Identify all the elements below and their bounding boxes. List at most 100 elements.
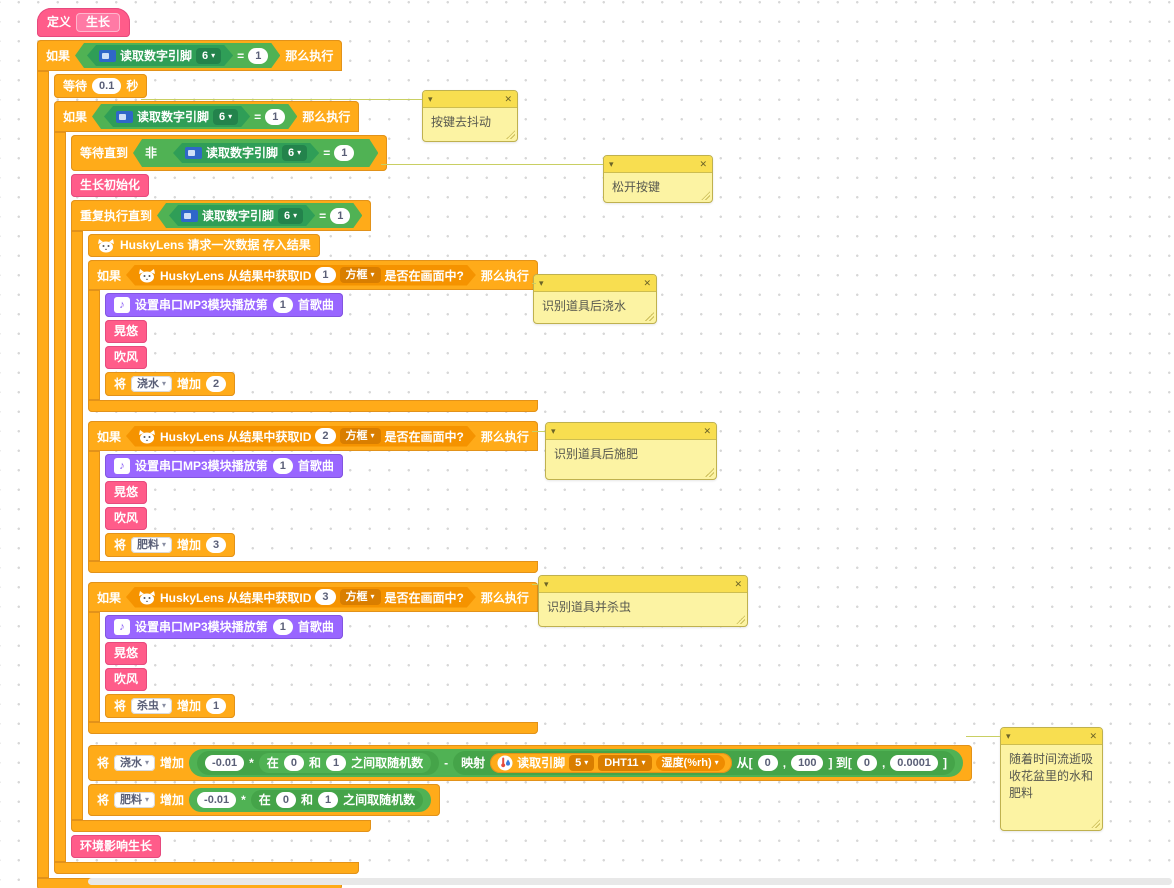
pin-number-dropdown[interactable]: 6▾ xyxy=(278,208,303,224)
repeat-until-block[interactable]: 重复执行直到 读取数字引脚 6▾ = xyxy=(71,200,972,832)
if-husky-1-head[interactable]: 如果 HuskyLens 从结果中获取ID 1 xyxy=(88,260,538,290)
map-to-low-input[interactable]: 0 xyxy=(856,755,877,771)
comment-fertilize[interactable]: ▾ ✕ 识别道具后施肥 xyxy=(545,422,717,480)
close-icon[interactable]: ✕ xyxy=(643,277,651,288)
variable-dropdown[interactable]: 肥料▾ xyxy=(114,792,156,808)
equals-condition[interactable]: 读取数字引脚 6▾ = 1 xyxy=(92,104,297,129)
call-env-growth-block[interactable]: 环境影响生长 xyxy=(71,835,162,858)
custom-block-prototype[interactable]: 生长 xyxy=(76,13,121,32)
comment-text[interactable]: 松开按键 xyxy=(612,180,661,194)
close-icon[interactable]: ✕ xyxy=(703,425,711,436)
change-water-block[interactable]: 将 浇水▾ 增加 2 xyxy=(105,372,236,396)
c-foot[interactable] xyxy=(88,561,538,573)
husky-frame-dropdown[interactable]: 方框▾ xyxy=(340,428,381,444)
call-blow-block[interactable]: 吹风 xyxy=(105,507,148,530)
random-low-input[interactable]: 0 xyxy=(275,792,296,808)
pin-number-dropdown[interactable]: 6▾ xyxy=(196,48,221,64)
mp3-track-input[interactable]: 1 xyxy=(272,458,293,474)
husky-id-input[interactable]: 3 xyxy=(315,589,335,605)
equals-condition[interactable]: 读取数字引脚 6▾ = 1 xyxy=(75,43,280,68)
variable-dropdown[interactable]: 浇水▾ xyxy=(131,376,173,392)
dht-sensor-block[interactable]: 读取引脚 5▾ DHT11▾ 湿度(%rh)▾ xyxy=(490,753,732,773)
increment-input[interactable]: 3 xyxy=(206,537,227,553)
horizontal-scrollbar[interactable] xyxy=(88,878,1172,885)
mp3-play-block[interactable]: ♪ 设置串口MP3模块播放第 1 首歌曲 xyxy=(105,615,343,639)
comment-header[interactable]: ▾ ✕ xyxy=(546,423,716,440)
husky-id-input[interactable]: 1 xyxy=(315,267,335,283)
comment-header[interactable]: ▾ ✕ xyxy=(604,156,712,173)
map-block[interactable]: 映射 读取引脚 5▾ xyxy=(453,751,955,775)
call-sway-block[interactable]: 晃悠 xyxy=(105,481,148,504)
comment-header[interactable]: ▾ ✕ xyxy=(423,91,517,108)
comment-text[interactable]: 随着时间流逝吸收花盆里的水和肥料 xyxy=(1009,752,1094,800)
random-high-input[interactable]: 1 xyxy=(317,792,339,808)
variable-dropdown[interactable]: 浇水▾ xyxy=(114,755,156,771)
comment-header[interactable]: ▾ ✕ xyxy=(1001,728,1102,745)
husky-id-check-condition[interactable]: HuskyLens 从结果中获取ID 3 方框▾ 是否在画面中? xyxy=(126,587,476,608)
husky-id-check-condition[interactable]: HuskyLens 从结果中获取ID 2 方框▾ 是否在画面中? xyxy=(126,426,476,447)
call-sway-block[interactable]: 晃悠 xyxy=(105,320,148,343)
collapse-icon[interactable]: ▾ xyxy=(551,425,556,436)
if-block-husky-3[interactable]: 如果 HuskyLens 从结果中获取ID 3 xyxy=(88,582,538,734)
wait-seconds-block[interactable]: 等待 0.1 秒 xyxy=(54,74,148,98)
sensor-type-dropdown[interactable]: DHT11▾ xyxy=(598,755,652,771)
comment-text[interactable]: 识别道具后施肥 xyxy=(554,447,639,461)
comment-header[interactable]: ▾ ✕ xyxy=(534,275,656,292)
change-pesticide-block[interactable]: 将 杀虫▾ 增加 1 xyxy=(105,694,236,718)
compare-value-input[interactable]: 1 xyxy=(248,48,268,64)
change-fertilizer-complex-block[interactable]: 将 肥料▾ 增加 -0.01 * 在 xyxy=(88,784,441,816)
c-arm[interactable] xyxy=(54,132,66,862)
read-digital-pin-block[interactable]: 读取数字引脚 6▾ xyxy=(87,45,233,66)
if-block-outer[interactable]: 如果 读取数字引脚 6▾ = 1 那么执行 等待 xyxy=(37,40,972,888)
comment-water[interactable]: ▾ ✕ 识别道具后浇水 xyxy=(533,274,657,324)
repeat-until-head[interactable]: 重复执行直到 读取数字引脚 6▾ = xyxy=(71,200,372,231)
compare-value-input[interactable]: 1 xyxy=(330,208,350,224)
pin-number-dropdown[interactable]: 5▾ xyxy=(569,755,595,771)
variable-dropdown[interactable]: 杀虫▾ xyxy=(131,698,173,714)
if-husky-3-head[interactable]: 如果 HuskyLens 从结果中获取ID 3 xyxy=(88,582,538,612)
comment-release[interactable]: ▾ ✕ 松开按键 xyxy=(603,155,713,203)
random-low-input[interactable]: 0 xyxy=(283,755,304,771)
comment-text[interactable]: 识别道具后浇水 xyxy=(542,299,627,313)
mp3-track-input[interactable]: 1 xyxy=(272,297,293,313)
if-block-inner[interactable]: 如果 读取数字引脚 6▾ = 1 那么执行 xyxy=(54,101,972,874)
equals-condition[interactable]: 读取数字引脚 6▾ = 1 xyxy=(161,141,366,165)
subtract-block[interactable]: -0.01 * 在 0 和 1 xyxy=(189,749,963,777)
call-blow-block[interactable]: 吹风 xyxy=(105,346,148,369)
comment-header[interactable]: ▾ ✕ xyxy=(539,576,747,593)
if-block-husky-2[interactable]: 如果 HuskyLens 从结果中获取ID 2 xyxy=(88,421,538,573)
collapse-icon[interactable]: ▾ xyxy=(1006,730,1011,741)
increment-input[interactable]: 2 xyxy=(206,376,227,392)
call-sway-block[interactable]: 晃悠 xyxy=(105,642,148,665)
pin-number-dropdown[interactable]: 6▾ xyxy=(213,109,238,125)
if-block-husky-1[interactable]: 如果 HuskyLens 从结果中获取ID 1 xyxy=(88,260,538,412)
mp3-play-block[interactable]: ♪ 设置串口MP3模块播放第 1 首歌曲 xyxy=(105,293,343,317)
map-from-high-input[interactable]: 100 xyxy=(791,755,824,771)
random-number-block[interactable]: 在 0 和 1 之间取随机数 xyxy=(258,753,432,773)
wait-seconds-input[interactable]: 0.1 xyxy=(92,78,122,94)
compare-value-input[interactable]: 1 xyxy=(334,145,354,161)
multiply-block[interactable]: -0.01 * 在 0 和 1 xyxy=(189,788,432,812)
read-digital-pin-block[interactable]: 读取数字引脚 6▾ xyxy=(169,205,315,226)
close-icon[interactable]: ✕ xyxy=(1089,730,1097,741)
compare-value-input[interactable]: 1 xyxy=(265,109,285,125)
collapse-icon[interactable]: ▾ xyxy=(544,578,549,589)
multiply-block[interactable]: -0.01 * 在 0 和 1 xyxy=(197,751,440,775)
change-water-complex-block[interactable]: 将 浇水▾ 增加 -0.01 * xyxy=(88,745,972,781)
increment-input[interactable]: 1 xyxy=(206,698,227,714)
comment-text[interactable]: 识别道具并杀虫 xyxy=(547,600,632,614)
factor-input[interactable]: -0.01 xyxy=(197,792,237,808)
comment-text[interactable]: 按键去抖动 xyxy=(431,115,492,129)
c-foot[interactable] xyxy=(71,820,372,832)
call-grow-init-block[interactable]: 生长初始化 xyxy=(71,174,150,197)
comment-absorb[interactable]: ▾ ✕ 随着时间流逝吸收花盆里的水和肥料 xyxy=(1000,727,1103,831)
collapse-icon[interactable]: ▾ xyxy=(609,158,614,169)
random-number-block[interactable]: 在 0 和 1 之间取随机数 xyxy=(250,790,424,810)
comment-pest[interactable]: ▾ ✕ 识别道具并杀虫 xyxy=(538,575,748,627)
wait-until-block[interactable]: 等待直到 非 读取数字引脚 6▾ xyxy=(71,135,388,171)
c-arm[interactable] xyxy=(37,71,49,878)
read-digital-pin-block[interactable]: 读取数字引脚 6▾ xyxy=(104,106,250,127)
mp3-play-block[interactable]: ♪ 设置串口MP3模块播放第 1 首歌曲 xyxy=(105,454,343,478)
collapse-icon[interactable]: ▾ xyxy=(428,93,433,104)
